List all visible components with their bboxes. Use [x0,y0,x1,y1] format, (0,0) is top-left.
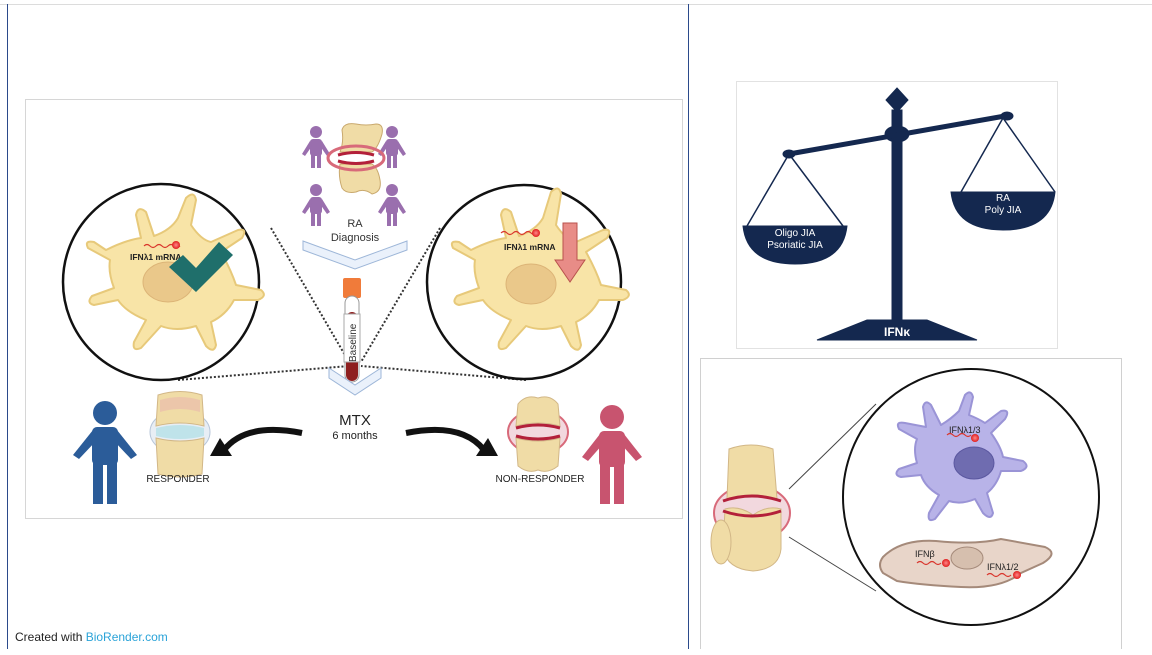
frame-top-line [0,4,1152,5]
duration-label: 6 months [332,430,378,442]
healthy-joint-icon [150,392,210,478]
responder-arrow [224,430,302,450]
biorender-link[interactable]: BioRender.com [86,630,168,644]
credit-prefix: Created with [15,630,86,644]
mrna-marker-2 [532,229,540,237]
diagnosis-label: Diagnosis [331,232,380,244]
patient-icon [302,126,330,168]
joint-cell-diagram: IFNλ1/3 IFNβ IFNλ1/2 [701,359,1123,650]
non-responder-label: NON-RESPONDER [496,474,585,485]
fibroblast-ifnl-label: IFNλ1/2 [987,562,1019,572]
inflamed-joint-icon [328,124,384,194]
left-pan-label-2: Psoriatic JIA [767,240,823,251]
responder-mrna-label: IFNλ1 mRNA [130,252,181,262]
dc-ifn-label: IFNλ1/3 [949,425,981,435]
mtx-label: MTX [339,412,371,429]
patient-icon [302,184,330,226]
center-divider [688,4,689,649]
inflamed-joint-icon-2 [508,397,568,471]
cell-nucleus-2 [506,264,556,304]
right-pan-label-1: RA [996,193,1010,204]
baseline-label: Baseline [348,323,359,362]
blood-tube-icon: Baseline [343,278,361,382]
responder-person-icon [73,401,137,504]
fibroblast-ifnb-label: IFNβ [915,549,935,559]
non-responder-arrow [406,430,484,450]
ifn-kappa-scale-figure: Oligo JIA Psoriatic JIA RA Poly JIA IFNκ [736,81,1058,349]
ra-label: RA [347,218,363,230]
biorender-credit: Created with BioRender.com [15,630,168,644]
ifn-kappa-label: IFNκ [884,325,910,339]
right-pan-label-2: Poly JIA [985,205,1022,216]
non-responder-person-icon [582,405,642,504]
knee-joint-icon [711,445,790,571]
non-responder-mrna-label: IFNλ1 mRNA [504,242,555,252]
responder-label: RESPONDER [146,474,209,485]
responder-cell-zoom: IFNλ1 mRNA [63,184,264,380]
step-chevron-1 [303,241,407,269]
balance-scale-diagram: Oligo JIA Psoriatic JIA RA Poly JIA IFNκ [737,82,1059,350]
mtx-response-diagram: RA Diagnosis Baseline MTX 6 months RESPO… [26,100,684,520]
patient-icon [378,184,406,226]
joint-cells-figure: IFNλ1/3 IFNβ IFNλ1/2 [700,358,1122,649]
non-responder-cell-zoom: IFNλ1 mRNA [427,185,629,379]
left-divider [7,4,8,649]
mtx-response-figure: RA Diagnosis Baseline MTX 6 months RESPO… [25,99,683,519]
left-pan-label-1: Oligo JIA [775,228,816,239]
mrna-marker [172,241,180,249]
